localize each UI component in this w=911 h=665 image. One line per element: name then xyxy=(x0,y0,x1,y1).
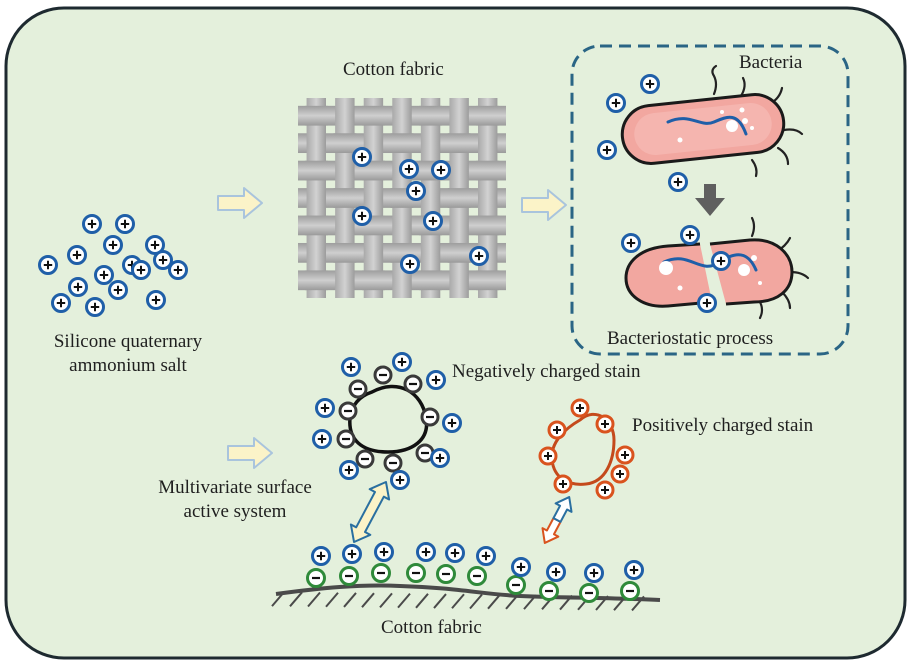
cotton-fabric-weave xyxy=(298,98,506,298)
cotton-fabric-top-label: Cotton fabric xyxy=(343,59,444,80)
double-arrow-attraction xyxy=(349,480,391,544)
negative-stain-group xyxy=(312,352,462,490)
bacterium-damaged xyxy=(624,216,810,320)
silicone-label-line1: Silicone quaternary xyxy=(53,331,203,352)
double-arrow-repulsion xyxy=(541,496,573,544)
background-panel xyxy=(4,6,907,660)
negative-stain-label: Negatively charged stain xyxy=(452,361,641,382)
bacteriostatic-label: Bacteriostatic process xyxy=(607,328,774,349)
silicone-label-line2: ammonium salt xyxy=(69,355,187,376)
cotton-fabric-bottom-label: Cotton fabric xyxy=(381,617,482,638)
positive-stain-label: Positively charged stain xyxy=(632,415,814,436)
multivariate-label-line1: Multivariate surface xyxy=(158,477,312,498)
bacteria-label: Bacteria xyxy=(739,52,803,73)
down-arrow xyxy=(695,184,725,216)
bacteria-dashed-box xyxy=(570,44,850,356)
bacterium-intact xyxy=(620,64,804,178)
multivariate-label-line2: active system xyxy=(183,501,287,522)
positive-stain-group xyxy=(538,398,635,500)
